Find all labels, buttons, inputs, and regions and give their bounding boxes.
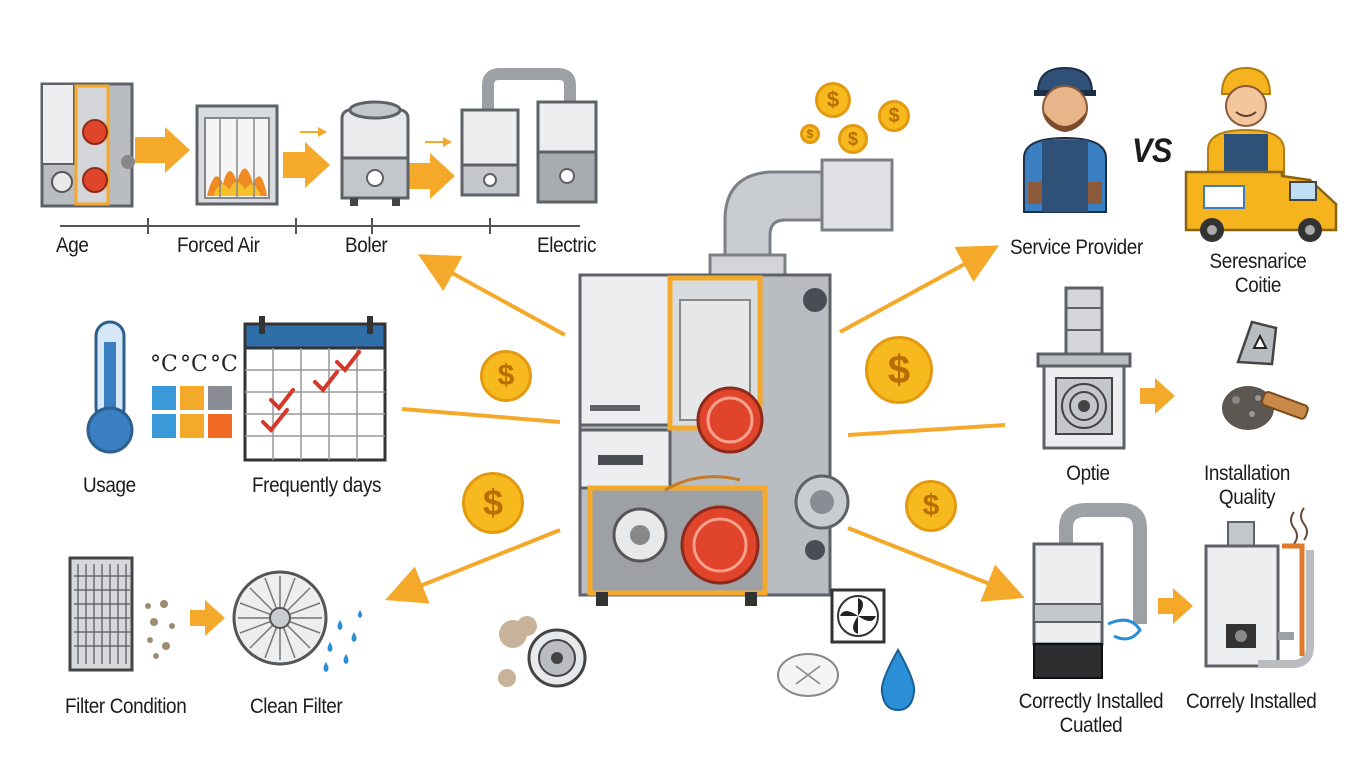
celsius-unit: °C — [180, 352, 208, 377]
label-age: Age — [56, 234, 89, 257]
vent-unit-icon — [1036, 286, 1132, 450]
correctly-installed-furnace-icon — [1204, 507, 1314, 668]
label-service-provider: Service Provider — [1010, 236, 1143, 259]
old-furnace-icon — [40, 82, 135, 208]
celsius-unit: °C — [150, 352, 178, 377]
label-boiler: Boler — [345, 234, 388, 257]
dust-particles-icon — [145, 600, 175, 659]
coin-icon: $ — [865, 336, 933, 404]
cooling-fan-icon — [830, 588, 886, 644]
arrow-to-installation — [847, 423, 1006, 437]
central-furnace-icon — [578, 158, 894, 606]
clean-filter-fan-icon — [232, 570, 362, 672]
label-electric: Electric — [537, 234, 597, 257]
label-optie: Optie — [1066, 462, 1110, 485]
clean-plate-icon — [777, 653, 839, 697]
coin-icon: $ — [480, 350, 532, 402]
boiler-icon — [340, 100, 410, 206]
coin-icon: $ — [878, 100, 910, 132]
block-arrow-correct — [1158, 588, 1193, 624]
label-install-quality-line1: Installation — [1203, 462, 1291, 485]
temperature-swatches-icon — [152, 386, 232, 438]
water-drop-icon — [880, 647, 916, 712]
coin-icon: $ — [815, 82, 851, 118]
calendar-icon — [243, 316, 387, 462]
celsius-unit: °C — [210, 352, 238, 377]
installed-furnace-icon — [1032, 503, 1147, 679]
block-arrow-filter — [190, 600, 225, 636]
technician-icon — [1023, 66, 1107, 213]
coin-icon: $ — [838, 124, 868, 154]
block-arrow-install — [1140, 378, 1175, 414]
coin-icon: $ — [462, 472, 524, 534]
technician-van-icon — [1184, 66, 1338, 242]
arrow-to-correct-install — [847, 526, 1025, 602]
arrow-to-usage — [401, 407, 561, 424]
dirty-filter-icon — [68, 556, 134, 672]
label-service-cost-line1: Seresnarice — [1209, 250, 1307, 273]
arrow-to-service — [839, 245, 1000, 334]
forced-air-furnace-icon — [195, 104, 279, 206]
block-arrow-1 — [135, 127, 190, 173]
label-install-quality-line2: Quality — [1218, 486, 1276, 509]
label-frequency: Frequently days — [252, 474, 382, 497]
dusty-fan-icon — [498, 616, 587, 688]
label-service-cost-line2: Coitie — [1234, 274, 1282, 297]
thermometer-icon — [86, 320, 134, 454]
arrow-to-age-type — [417, 254, 566, 337]
block-arrow-3 — [408, 153, 455, 199]
label-vs: VS — [1132, 132, 1173, 170]
label-correct-installed-line2: Cuatled — [1059, 714, 1123, 737]
label-correct-installed-line1: Correctly Installed — [1018, 690, 1164, 713]
label-forced-air: Forced Air — [177, 234, 260, 257]
coin-icon: $ — [800, 124, 820, 144]
label-correctly-installed: Correly Installed — [1186, 690, 1317, 713]
block-arrow-2 — [283, 142, 330, 188]
arrow-to-filter — [385, 528, 561, 604]
label-clean-filter: Clean Filter — [250, 695, 343, 718]
label-filter-condition: Filter Condition — [65, 695, 187, 718]
label-usage: Usage — [83, 474, 136, 497]
coin-icon: $ — [905, 480, 957, 532]
installation-tools-icon — [1222, 320, 1309, 430]
electric-furnace-icon — [460, 68, 598, 204]
